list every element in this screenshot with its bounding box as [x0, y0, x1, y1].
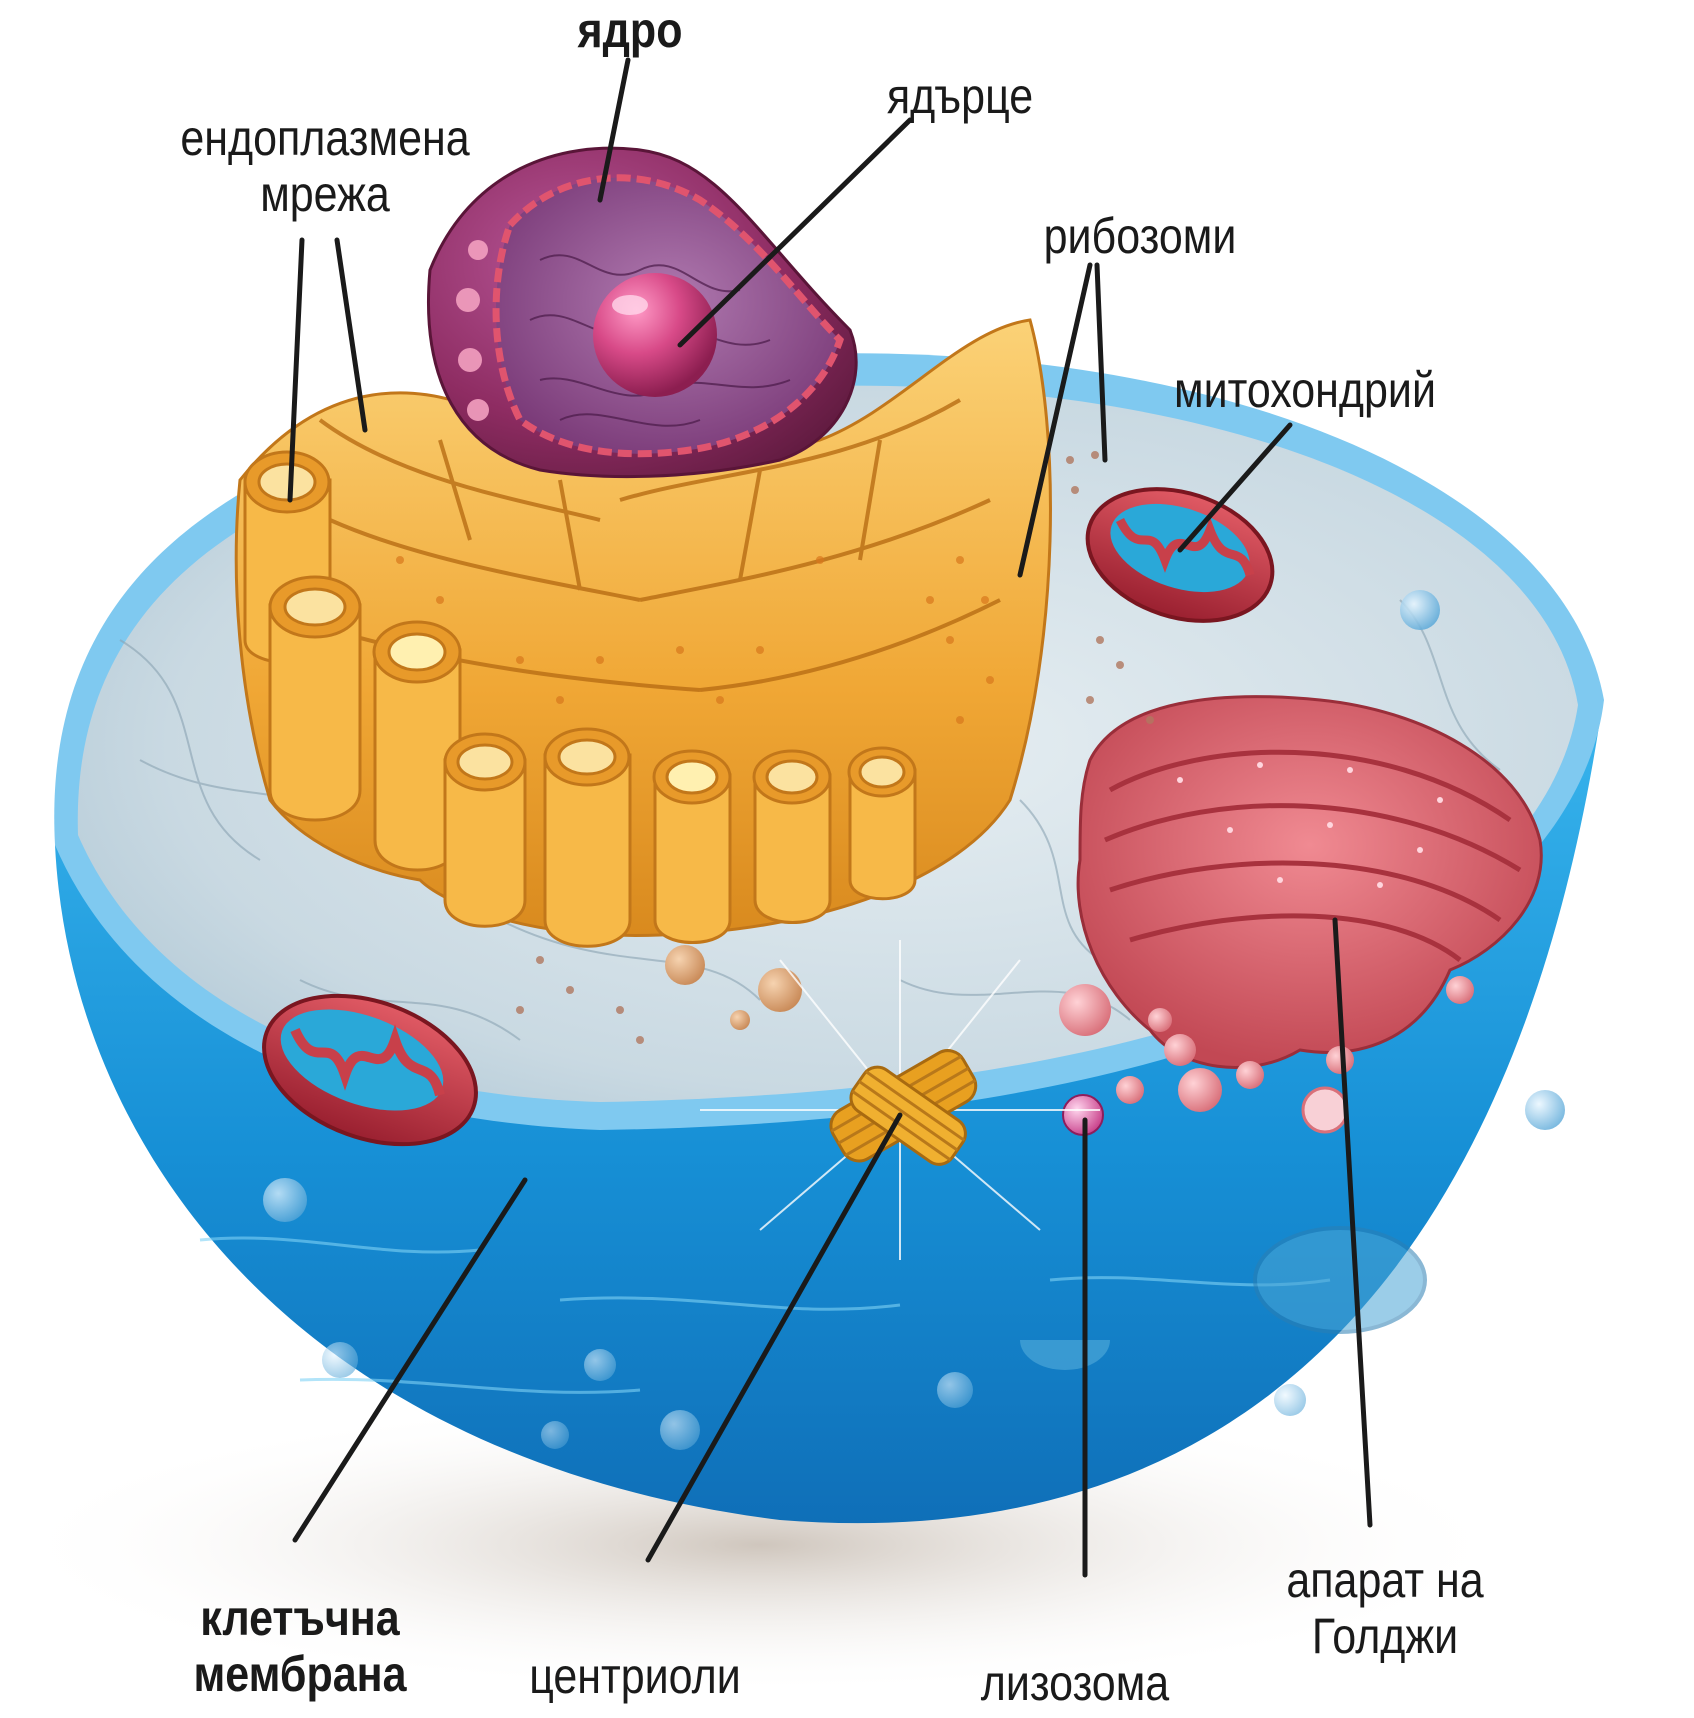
nucleus	[427, 146, 858, 479]
vesicles	[665, 945, 1349, 1134]
label-centrioles: центриоли	[529, 1648, 741, 1704]
leader-er-1	[287, 237, 305, 503]
nucleolus	[593, 273, 717, 397]
centrioles	[700, 940, 1100, 1260]
leader-nucleolus	[677, 117, 913, 348]
leader-mitochondrion	[1177, 422, 1293, 553]
label-cell-membrane: клетъчна мембрана	[193, 1590, 407, 1702]
leader-lines	[287, 57, 1373, 1578]
vesicle-bubbles	[263, 590, 1565, 1450]
leader-ribosomes-2	[1094, 262, 1108, 463]
label-endoplasmic-reticulum: ендоплазмена мрежа	[180, 110, 470, 222]
submerged-mitochondrion	[1253, 1226, 1427, 1334]
mitochondrion-right	[1085, 487, 1275, 623]
leader-cell-membrane	[292, 1177, 528, 1543]
leader-er-2	[334, 237, 368, 433]
label-golgi-apparatus: апарат на Голджи	[1286, 1552, 1484, 1664]
leader-centrioles	[645, 1112, 903, 1563]
label-lysosome: лизозома	[980, 1655, 1170, 1711]
golgi-apparatus	[1076, 695, 1543, 1089]
endoplasmic-reticulum	[234, 318, 1052, 948]
leader-nucleus	[597, 57, 631, 203]
cell-shadow	[0, 1395, 1520, 1695]
label-nucleus: ядро	[577, 2, 683, 58]
mitochondrion-left	[262, 993, 478, 1147]
label-nucleolus: ядърце	[886, 68, 1034, 124]
label-ribosomes: рибозоми	[1043, 208, 1237, 264]
leader-ribosomes-1	[1017, 262, 1093, 578]
free-ribosomes	[516, 451, 1154, 1044]
leader-golgi	[1332, 917, 1373, 1528]
label-mitochondrion: митохондрий	[1174, 362, 1436, 418]
